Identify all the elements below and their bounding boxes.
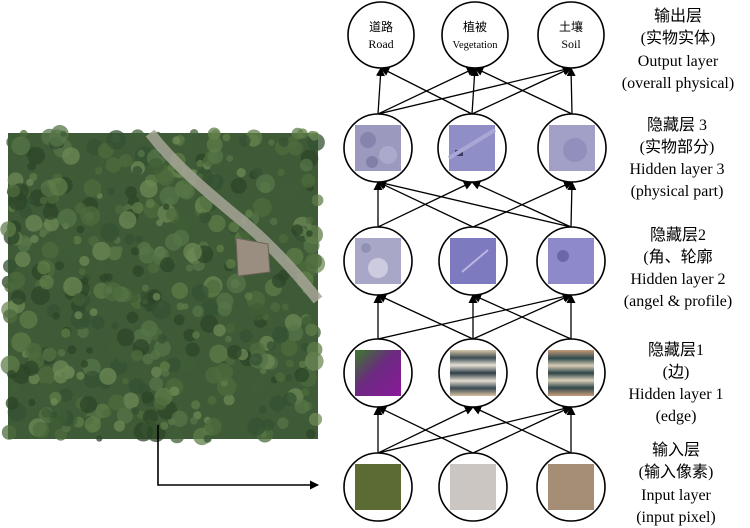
label-input-en-sub: (input pixel) (636, 509, 716, 526)
label-hidden2-zh: 隐藏层2 (650, 226, 706, 244)
hidden1-node-1 (343, 338, 413, 408)
hidden3-node-1 (343, 113, 413, 183)
label-hidden3-zh: 隐藏层 3 (647, 116, 707, 134)
hidden3-node-3 (537, 113, 607, 183)
label-hidden-layer-2: 隐藏层2 (角、轮廓 Hidden layer 2 (angel & profi… (624, 226, 732, 310)
label-input-zh-sub: (输入像素) (639, 463, 714, 481)
label-hidden1-zh-sub: (边) (663, 363, 690, 381)
edge (377, 294, 474, 340)
hidden2-node-2 (438, 226, 508, 296)
label-output-en: Output layer (638, 53, 719, 70)
hidden2-node-3 (536, 226, 606, 296)
input-node-3 (536, 452, 606, 522)
edge (377, 179, 572, 228)
hidden1-node-2 (438, 338, 508, 408)
label-hidden1-en-sub: (edge) (656, 408, 697, 425)
edge (567, 181, 577, 228)
hidden1-node-3 (536, 338, 606, 408)
output-node-road-zh: 道路 (369, 19, 393, 34)
label-hidden1-zh: 隐藏层1 (648, 341, 704, 359)
edge (375, 67, 385, 115)
output-node-road-en: Road (368, 37, 393, 51)
edge (377, 292, 572, 340)
label-hidden3-zh-sub: (实物部分) (640, 138, 715, 156)
hidden3-node-2 (437, 113, 507, 183)
output-node-road: 道路 Road (347, 1, 415, 69)
hidden-layer-1 (343, 338, 606, 408)
hidden2-node-1 (343, 226, 413, 296)
label-output-zh-sub: (实物实体) (641, 29, 716, 47)
label-output-en-sub: (overall physical) (622, 75, 734, 92)
edge (472, 406, 572, 454)
edge (471, 67, 572, 115)
label-output-zh: 输出层 (654, 7, 702, 25)
output-node-soil: 土壤 Soil (537, 1, 605, 69)
edge (377, 406, 474, 454)
hidden-layer-3 (343, 113, 607, 183)
output-node-vegetation-zh: 植被 (463, 19, 487, 34)
edge (380, 67, 473, 115)
label-hidden2-zh-sub: (角、轮廓 (643, 248, 712, 266)
edge (471, 181, 572, 228)
edge (472, 294, 572, 340)
label-input-layer: 输入层 (输入像素) Input layer (input pixel) (636, 441, 716, 526)
output-node-vegetation: 植被 Vegetation (441, 1, 509, 69)
label-hidden2-en: Hidden layer 2 (630, 271, 725, 288)
output-node-soil-zh: 土壤 (559, 19, 583, 34)
edge (377, 65, 572, 115)
label-hidden3-en-sub: (physical part) (631, 183, 724, 200)
edge (566, 67, 576, 115)
label-output-layer: 输出层 (实物实体) Output layer (overall physica… (622, 7, 734, 92)
input-node-1 (343, 452, 413, 522)
label-hidden-layer-1: 隐藏层1 (边) Hidden layer 1 (edge) (628, 341, 723, 425)
edge (474, 67, 573, 115)
aerial-image (0, 124, 326, 446)
flow-arrow (157, 425, 319, 490)
label-input-zh: 输入层 (652, 441, 700, 459)
hidden-layer-2 (343, 226, 606, 296)
label-hidden2-en-sub: (angel & profile) (624, 293, 732, 310)
label-hidden1-en: Hidden layer 1 (628, 386, 723, 403)
label-input-en: Input layer (641, 487, 711, 504)
input-node-2 (438, 452, 508, 522)
input-layer (343, 452, 606, 522)
network-edges (373, 65, 577, 454)
label-hidden3-en: Hidden layer 3 (629, 161, 724, 178)
label-hidden-layer-3: 隐藏层 3 (实物部分) Hidden layer 3 (physical pa… (629, 116, 724, 200)
edge (377, 181, 474, 228)
output-layer: 道路 Road 植被 Vegetation 土壤 Soil (347, 1, 605, 69)
output-node-vegetation-en: Vegetation (453, 40, 499, 51)
edge (377, 404, 572, 454)
edge (469, 67, 479, 115)
output-node-soil-en: Soil (561, 37, 581, 51)
